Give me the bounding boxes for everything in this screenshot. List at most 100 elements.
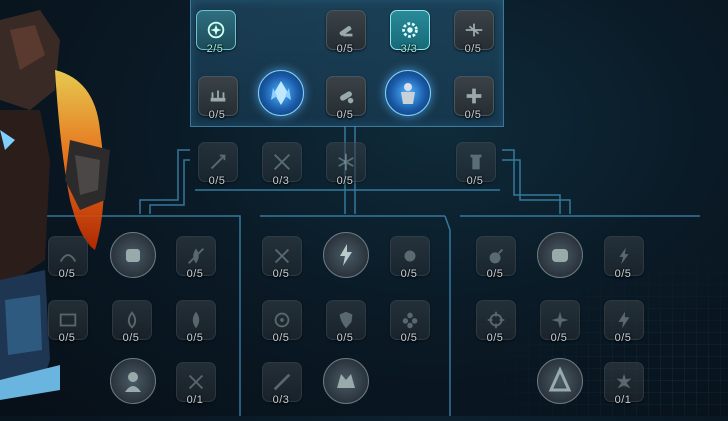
mid-beast-node[interactable] — [323, 358, 369, 404]
gear-cog-icon — [402, 22, 418, 38]
explosion-icon — [616, 373, 632, 389]
crosshair-icon — [487, 311, 505, 329]
skill-node-mid-3-level: 0/5 — [336, 175, 354, 187]
right-node-1[interactable] — [476, 236, 516, 276]
mid-node-3[interactable] — [390, 236, 430, 276]
skill-node-top-7-level: 0/5 — [464, 109, 482, 121]
thunder-icon — [619, 247, 629, 265]
skill-node-top-2[interactable] — [326, 10, 366, 50]
turret-icon — [210, 90, 226, 102]
left-node-3-level: 0/5 — [186, 268, 204, 280]
right-node-5[interactable] — [540, 300, 580, 340]
target-icon — [274, 312, 290, 328]
lightning-hand-icon — [340, 244, 352, 266]
skill-node-mid-3[interactable] — [326, 142, 366, 182]
fist-icon — [126, 249, 140, 262]
mech-icon — [401, 83, 415, 104]
skill-node-top-4-level: 0/5 — [464, 43, 482, 55]
left-node-8[interactable] — [176, 362, 216, 402]
beast-icon — [337, 374, 355, 388]
right-node-1-level: 0/5 — [486, 268, 504, 280]
flower-icon — [402, 312, 418, 329]
mid-node-5[interactable] — [326, 300, 366, 340]
mid-node-6-level: 0/5 — [400, 332, 418, 344]
hero-character-art — [0, 0, 150, 416]
skill-node-top-6-level: 0/5 — [336, 109, 354, 121]
left-fist-node[interactable] — [110, 232, 156, 278]
mid-node-7-level: 0/3 — [272, 394, 290, 406]
skill-node-top-1-level: 2/5 — [206, 43, 224, 55]
mid-node-5-level: 0/5 — [336, 332, 354, 344]
shield-icon — [339, 311, 353, 329]
cross-swords-icon — [274, 154, 290, 170]
left-node-8-level: 0/1 — [186, 394, 204, 406]
right-fist-stone-node[interactable] — [537, 232, 583, 278]
right-crystal-emblem-node[interactable] — [537, 358, 583, 404]
skill-node-top-3[interactable] — [390, 10, 430, 50]
rocket-cross-icon — [274, 248, 290, 264]
left-node-5[interactable] — [112, 300, 152, 340]
right-node-8-level: 0/1 — [614, 394, 632, 406]
capsule-icon — [340, 91, 354, 104]
left-node-4[interactable] — [48, 300, 88, 340]
skill-node-mid-1[interactable] — [198, 142, 238, 182]
beam-icon — [273, 373, 291, 391]
ultimate-mech-node[interactable] — [385, 70, 431, 116]
drop-fire-icon — [127, 311, 137, 329]
flame-panel-icon — [59, 313, 77, 327]
crystal-emblem-icon — [548, 366, 572, 392]
crystal-icon — [271, 81, 291, 105]
skill-node-top-6[interactable] — [326, 76, 366, 116]
bomb-icon — [489, 248, 504, 264]
skill-node-mid-4-level: 0/5 — [466, 175, 484, 187]
mid-node-7[interactable] — [262, 362, 302, 402]
bolt-arc-icon — [59, 254, 77, 262]
right-node-6-level: 0/5 — [614, 332, 632, 344]
star-burst-icon — [551, 311, 569, 329]
mid-node-1[interactable] — [262, 236, 302, 276]
skill-node-mid-4[interactable] — [456, 142, 496, 182]
bullet-icon — [339, 26, 353, 37]
skill-node-top-2-level: 0/5 — [336, 43, 354, 55]
tower-icon — [470, 154, 482, 170]
flame-icon — [192, 311, 200, 329]
mid-node-4-level: 0/5 — [272, 332, 290, 344]
left-hero-portrait-node[interactable] — [110, 358, 156, 404]
mid-node-6[interactable] — [390, 300, 430, 340]
right-node-4[interactable] — [476, 300, 516, 340]
skill-node-mid-1-level: 0/5 — [208, 175, 226, 187]
mid-node-3-level: 0/5 — [400, 268, 418, 280]
sword-cross-icon — [188, 374, 204, 390]
burst-icon — [404, 250, 416, 262]
left-node-5-level: 0/5 — [122, 332, 140, 344]
left-node-1[interactable] — [48, 236, 88, 276]
skill-node-top-1[interactable] — [196, 10, 236, 50]
skill-node-top-7[interactable] — [454, 76, 494, 116]
fire-crossed-icon — [188, 248, 204, 264]
aircraft-icon — [465, 23, 483, 37]
left-node-4-level: 0/5 — [58, 332, 76, 344]
fist-stone-icon — [552, 249, 568, 262]
ultimate-crystal-node[interactable] — [258, 70, 304, 116]
skill-node-mid-2-level: 0/3 — [272, 175, 290, 187]
snowflake-icon — [338, 153, 354, 171]
heal-cross-icon — [466, 88, 482, 104]
mid-node-1-level: 0/5 — [272, 268, 290, 280]
skill-node-top-3-level: 3/3 — [400, 43, 418, 55]
left-node-6-level: 0/5 — [186, 332, 204, 344]
mid-node-4[interactable] — [262, 300, 302, 340]
gear-star-icon — [207, 21, 225, 39]
lightning-icon — [618, 311, 630, 329]
right-node-5-level: 0/5 — [550, 332, 568, 344]
skill-node-mid-2[interactable] — [262, 142, 302, 182]
skill-node-top-4[interactable] — [454, 10, 494, 50]
right-node-4-level: 0/5 — [486, 332, 504, 344]
skill-node-top-5[interactable] — [198, 76, 238, 116]
left-node-3[interactable] — [176, 236, 216, 276]
right-node-3[interactable] — [604, 236, 644, 276]
left-node-1-level: 0/5 — [58, 268, 76, 280]
right-node-6[interactable] — [604, 300, 644, 340]
mid-lightning-hand-node[interactable] — [323, 232, 369, 278]
left-node-6[interactable] — [176, 300, 216, 340]
right-node-8[interactable] — [604, 362, 644, 402]
